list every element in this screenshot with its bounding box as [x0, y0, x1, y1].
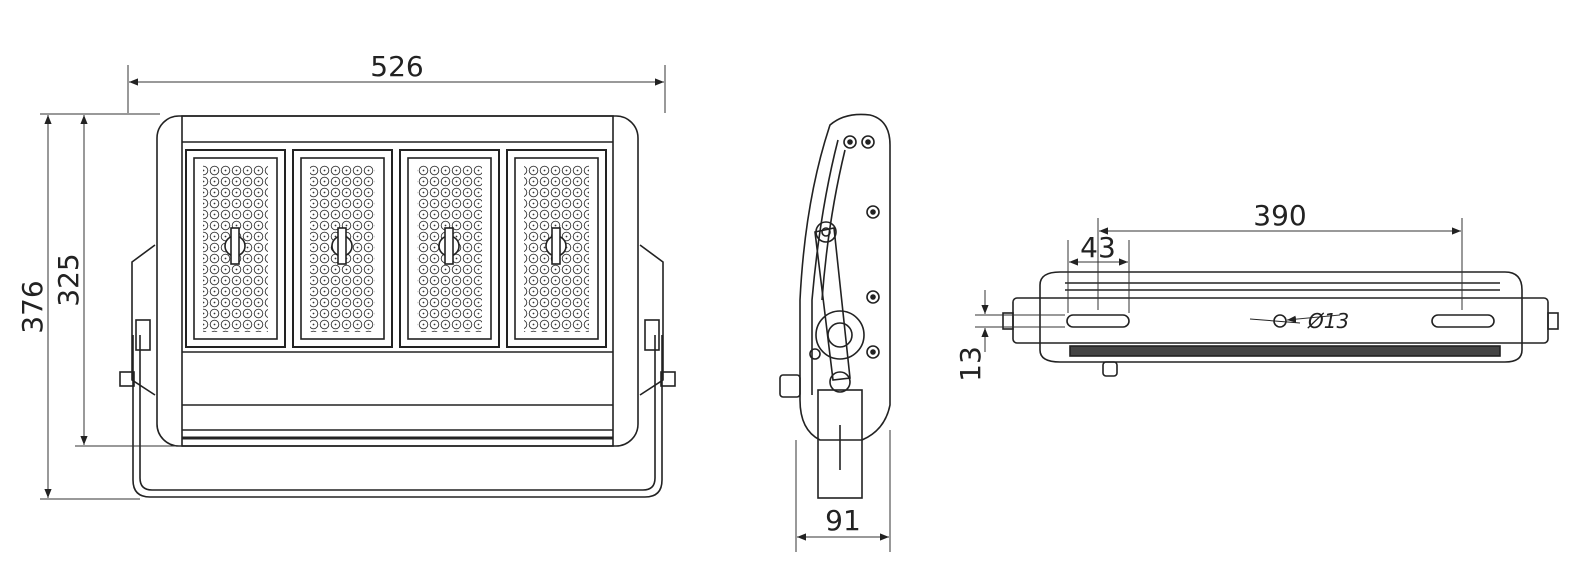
tilt-pivot [815, 310, 865, 360]
body-height-label: 325 [52, 253, 85, 306]
led-module-4 [506, 149, 607, 348]
led-module-2 [292, 149, 393, 348]
cable-gland [779, 374, 801, 398]
housing-frame [181, 115, 614, 447]
front-view [119, 115, 676, 498]
mount-spacing-label: 390 [1253, 199, 1306, 232]
slot-length-label: 43 [1080, 231, 1116, 264]
side-dimensions [795, 430, 891, 552]
left-hinge-plate [131, 244, 156, 396]
right-slot [1431, 314, 1495, 328]
front-dimensions [40, 65, 666, 500]
right-pivot-bolt [660, 371, 676, 387]
led-module-3 [399, 149, 500, 348]
width-label: 526 [370, 50, 423, 83]
total-height-label: 376 [16, 280, 49, 333]
hole-diameter-label: Ø13 [1307, 309, 1349, 333]
mounting-bracket [132, 335, 663, 498]
left-pivot-bolt [119, 371, 135, 387]
top-dimensions [975, 218, 1463, 352]
top-housing [1039, 271, 1523, 363]
led-module-1 [185, 149, 286, 348]
top-view [1002, 271, 1559, 377]
side-bracket-base [817, 389, 863, 499]
right-hinge-plate [639, 244, 664, 396]
side-housing [799, 113, 891, 441]
left-slot [1066, 314, 1130, 328]
slot-width-label: 13 [954, 346, 987, 382]
top-bracket [1012, 297, 1549, 344]
depth-label: 91 [825, 504, 861, 537]
side-view [779, 113, 891, 499]
